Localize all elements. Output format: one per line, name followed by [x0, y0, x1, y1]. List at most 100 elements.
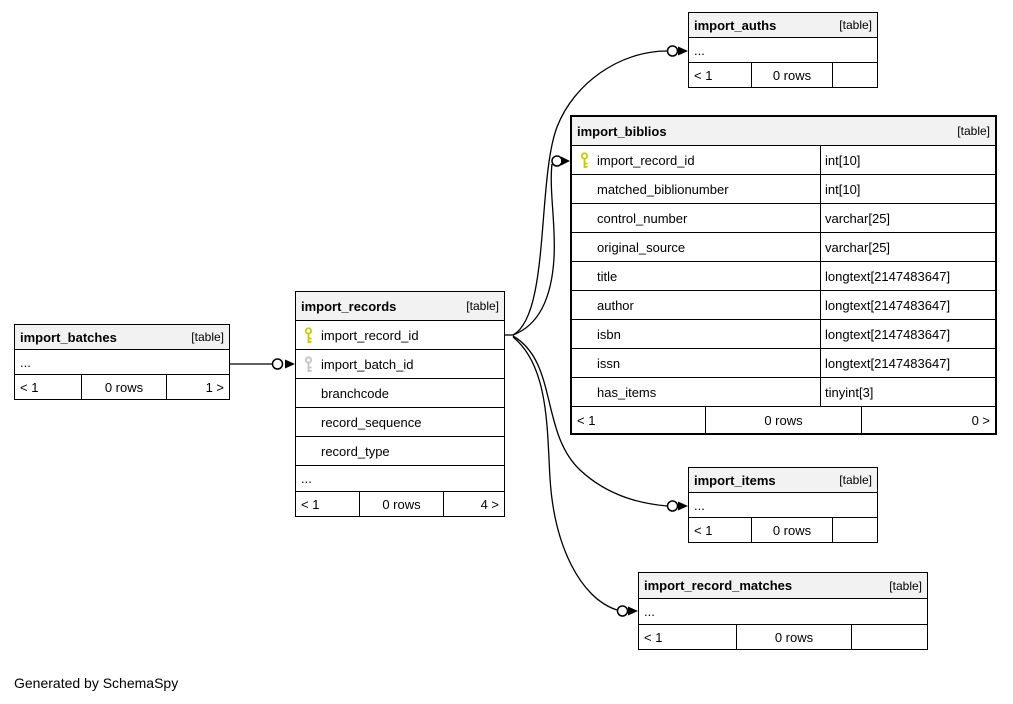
footer-rowcount: 0 rows: [359, 492, 443, 516]
footer-parents: [832, 518, 877, 542]
foreign-key-icon: [302, 355, 315, 373]
column-row: import_record_id int[10]: [572, 146, 995, 175]
generated-by-note: Generated by SchemaSpy: [14, 675, 179, 691]
column-cell: author: [572, 291, 820, 319]
relation-records-auths-line: [512, 50, 668, 336]
arrowhead-icon: [678, 501, 688, 511]
column-name: original_source: [597, 239, 686, 255]
cardinality-circle: [666, 500, 679, 512]
footer-children: < 1: [644, 629, 663, 645]
table-header-import-items[interactable]: import_items [table]: [689, 468, 877, 493]
column-name: control_number: [597, 210, 688, 226]
table-import-biblios: import_biblios [table] import_record_id …: [570, 115, 997, 435]
footer-rowcount: 0 rows: [736, 625, 851, 649]
column-name: issn: [597, 355, 621, 371]
column-row: import_batch_id: [296, 350, 504, 379]
table-header-import-batches[interactable]: import_batches [table]: [15, 325, 229, 350]
column-name: import_record_id: [321, 327, 419, 343]
table-header-import-biblios[interactable]: import_biblios [table]: [572, 117, 995, 146]
column-name: record_sequence: [321, 414, 422, 430]
table-title: import_auths: [694, 17, 777, 33]
footer-children: < 1: [694, 67, 713, 83]
table-tag: [table]: [191, 330, 224, 344]
column-cell: original_source: [572, 233, 820, 261]
column-cell: matched_biblionumber: [572, 175, 820, 203]
column-cell: isbn: [572, 320, 820, 348]
column-cell: record_sequence: [296, 408, 504, 436]
table-import-batches: import_batches [table] ... < 1 0 rows 1 …: [14, 324, 230, 400]
column-name: author: [597, 297, 634, 313]
primary-key-icon: [302, 326, 315, 344]
footer-rowcount: 0 rows: [751, 63, 832, 87]
ellipsis-row: ...: [15, 350, 229, 375]
footer-children: < 1: [20, 379, 39, 395]
column-row: has_items tinyint[3]: [572, 378, 995, 407]
column-type: tinyint[3]: [820, 378, 995, 406]
column-row: branchcode: [296, 379, 504, 408]
ellipsis-row: ...: [689, 38, 877, 63]
table-header-import-auths[interactable]: import_auths [table]: [689, 13, 877, 38]
column-row: record_type: [296, 437, 504, 466]
column-row: isbn longtext[2147483647]: [572, 320, 995, 349]
arrowheads: [285, 46, 688, 616]
column-type: longtext[2147483647]: [820, 262, 995, 290]
table-import-auths: import_auths [table] ... < 1 0 rows: [688, 12, 878, 88]
ellipsis-row: ...: [639, 599, 927, 625]
column-name: branchcode: [321, 385, 389, 401]
footer-children: < 1: [301, 496, 320, 512]
table-import-record-matches: import_record_matches [table] ... < 1 0 …: [638, 572, 928, 650]
column-cell: issn: [572, 349, 820, 377]
column-row: control_number varchar[25]: [572, 204, 995, 233]
cardinality-circles: [271, 45, 679, 617]
cardinality-circle: [271, 358, 284, 370]
relation-records-biblios-line: [512, 163, 555, 336]
column-name: has_items: [597, 384, 657, 400]
table-footer: < 1 0 rows: [689, 518, 877, 542]
table-footer: < 1 0 rows 4 >: [296, 492, 504, 516]
column-cell: branchcode: [296, 379, 504, 407]
column-cell: import_record_id: [296, 321, 504, 349]
footer-children: < 1: [577, 412, 596, 428]
column-row: title longtext[2147483647]: [572, 262, 995, 291]
relation-records-items-line: [512, 335, 668, 507]
column-type: varchar[25]: [820, 204, 995, 232]
table-header-import-record-matches[interactable]: import_record_matches [table]: [639, 573, 927, 599]
table-tag: [table]: [889, 578, 922, 593]
table-import-items: import_items [table] ... < 1 0 rows: [688, 467, 878, 543]
arrowhead-icon: [561, 156, 570, 166]
column-type: int[10]: [820, 175, 995, 203]
column-name: matched_biblionumber: [597, 181, 729, 197]
column-cell: control_number: [572, 204, 820, 232]
footer-children: < 1: [694, 522, 713, 538]
table-tag: [table]: [957, 124, 990, 138]
footer-rowcount: 0 rows: [751, 518, 832, 542]
relation-records-matches-line: [512, 336, 618, 611]
column-cell: has_items: [572, 378, 820, 406]
column-type: int[10]: [820, 146, 995, 174]
column-row: import_record_id: [296, 321, 504, 350]
table-title: import_records: [301, 298, 397, 314]
table-tag: [table]: [839, 473, 872, 487]
column-type: longtext[2147483647]: [820, 291, 995, 319]
column-name: record_type: [321, 443, 390, 459]
column-name: isbn: [597, 326, 621, 342]
column-row: original_source varchar[25]: [572, 233, 995, 262]
footer-parents: 1 >: [166, 375, 229, 399]
table-header-import-records[interactable]: import_records [table]: [296, 292, 504, 321]
table-title: import_items: [694, 472, 776, 488]
table-import-records: import_records [table] import_record_id …: [295, 291, 505, 517]
column-cell: import_batch_id: [296, 350, 504, 378]
table-footer: < 1 0 rows: [639, 625, 927, 649]
table-title: import_record_matches: [644, 578, 793, 593]
column-row: issn longtext[2147483647]: [572, 349, 995, 378]
footer-parents: 4 >: [443, 492, 504, 516]
table-tag: [table]: [466, 299, 499, 313]
column-row: author longtext[2147483647]: [572, 291, 995, 320]
column-cell: record_type: [296, 437, 504, 465]
cardinality-circle: [666, 45, 679, 57]
column-type: varchar[25]: [820, 233, 995, 261]
column-name: title: [597, 268, 618, 284]
cardinality-circle: [616, 605, 629, 617]
